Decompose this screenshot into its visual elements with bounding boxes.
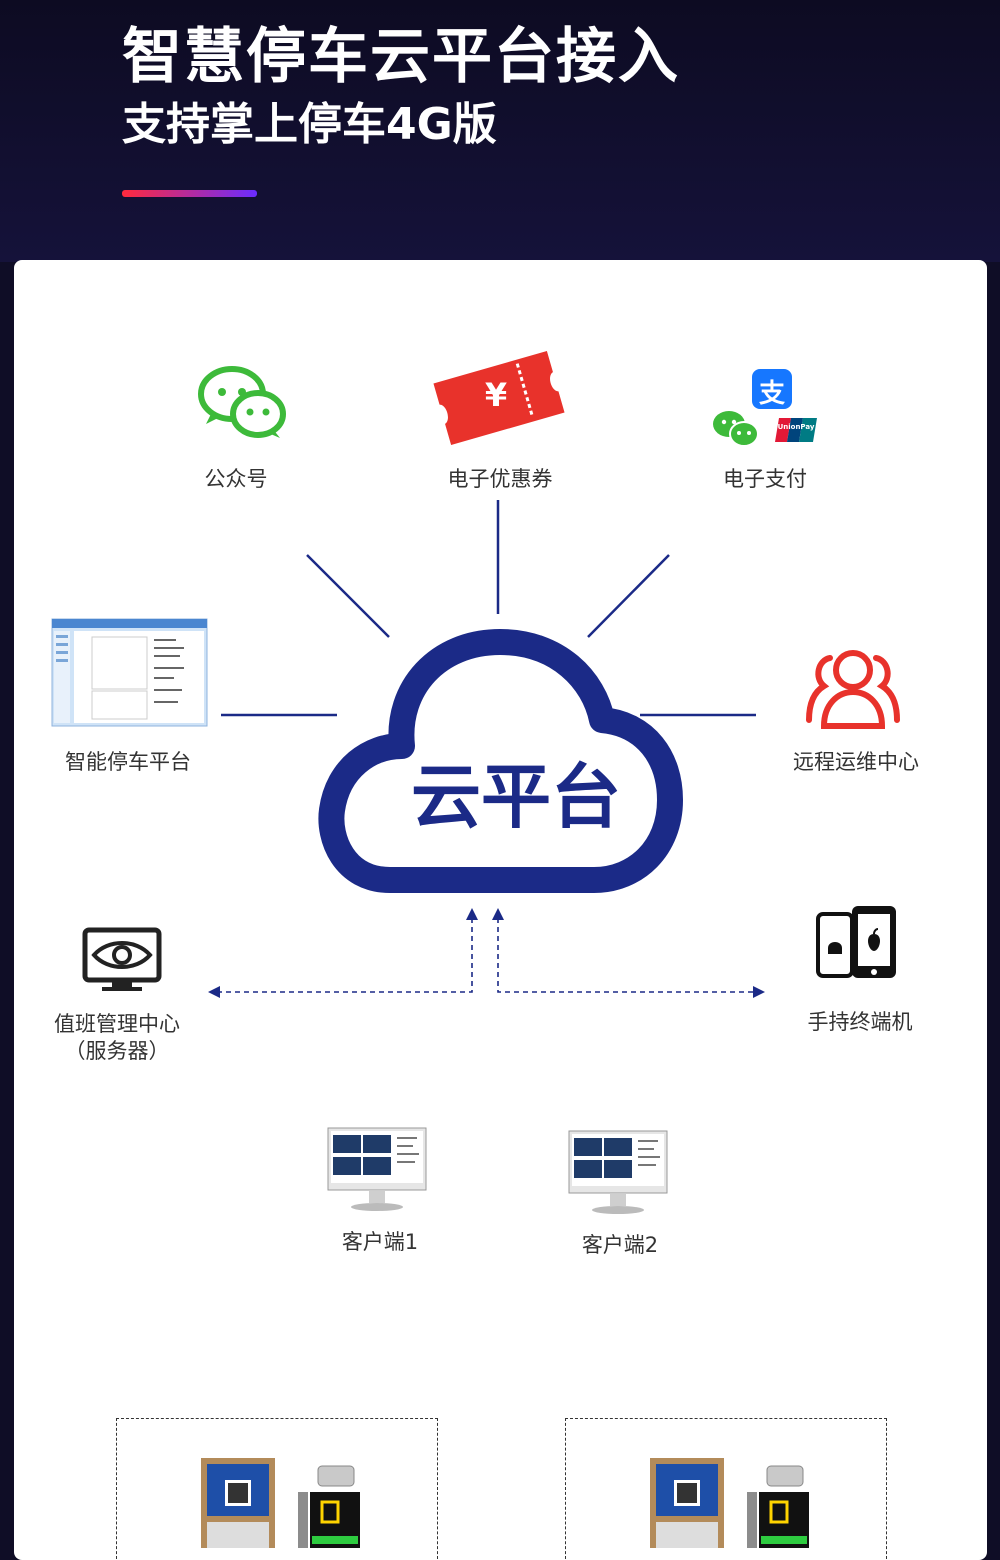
- cloud-icon: [318, 629, 683, 893]
- node-label-payment: 电子支付: [723, 467, 807, 491]
- alipay-icon: [752, 369, 792, 409]
- node-label-handheld: 手持终端机: [807, 1010, 913, 1034]
- parking-terminal-icon: [650, 1458, 724, 1548]
- node-label-client1: 客户端1: [341, 1230, 419, 1254]
- phones-icon: [816, 906, 896, 978]
- users-icon: [806, 650, 900, 729]
- node-label-smart-parking: 智能停车平台: [65, 750, 191, 774]
- parking-camera-icon: [298, 1465, 360, 1548]
- wechat-pay-icon: [713, 411, 759, 447]
- ticket-yen-text: ¥: [484, 376, 508, 414]
- unionpay-icon-text: UnionPay: [777, 423, 815, 431]
- unionpay-icon: [775, 418, 817, 442]
- cloud-label: 云平台: [411, 756, 621, 838]
- dashed-arrow-left: [214, 918, 473, 993]
- alipay-icon-text: 支: [758, 379, 785, 409]
- header-banner: 智慧停车云平台接入 支持掌上停车4G版: [0, 0, 1000, 262]
- wechat-icon: [198, 366, 286, 438]
- diagram-card: [14, 260, 987, 1560]
- desktop-icon: [327, 1127, 427, 1211]
- dashed-arrow-right: [497, 918, 760, 993]
- node-label-duty-center: 值班管理中心: [54, 1012, 180, 1036]
- connector-payment: [587, 554, 670, 638]
- page-title: 智慧停车云平台接入: [122, 22, 680, 92]
- ticket-icon: [433, 350, 565, 446]
- node-label-wechat: 公众号: [204, 467, 268, 491]
- parking-terminal-icon: [201, 1458, 275, 1548]
- software-window-icon: [51, 618, 208, 727]
- node-sublabel-duty-center: （服务器）: [64, 1039, 170, 1063]
- equipment-group-left: [116, 1418, 438, 1559]
- desktop-icon: [568, 1130, 668, 1214]
- monitor-eye-icon: [82, 927, 162, 991]
- page-subtitle: 支持掌上停车4G版: [122, 99, 497, 150]
- connector-wechat: [306, 554, 390, 638]
- node-label-client2: 客户端2: [581, 1233, 659, 1257]
- equipment-group-right: [565, 1418, 887, 1559]
- parking-camera-icon: [747, 1465, 809, 1548]
- node-label-coupon: 电子优惠券: [447, 467, 553, 491]
- accent-bar: [122, 190, 257, 197]
- node-label-remote-ops: 远程运维中心: [793, 750, 919, 774]
